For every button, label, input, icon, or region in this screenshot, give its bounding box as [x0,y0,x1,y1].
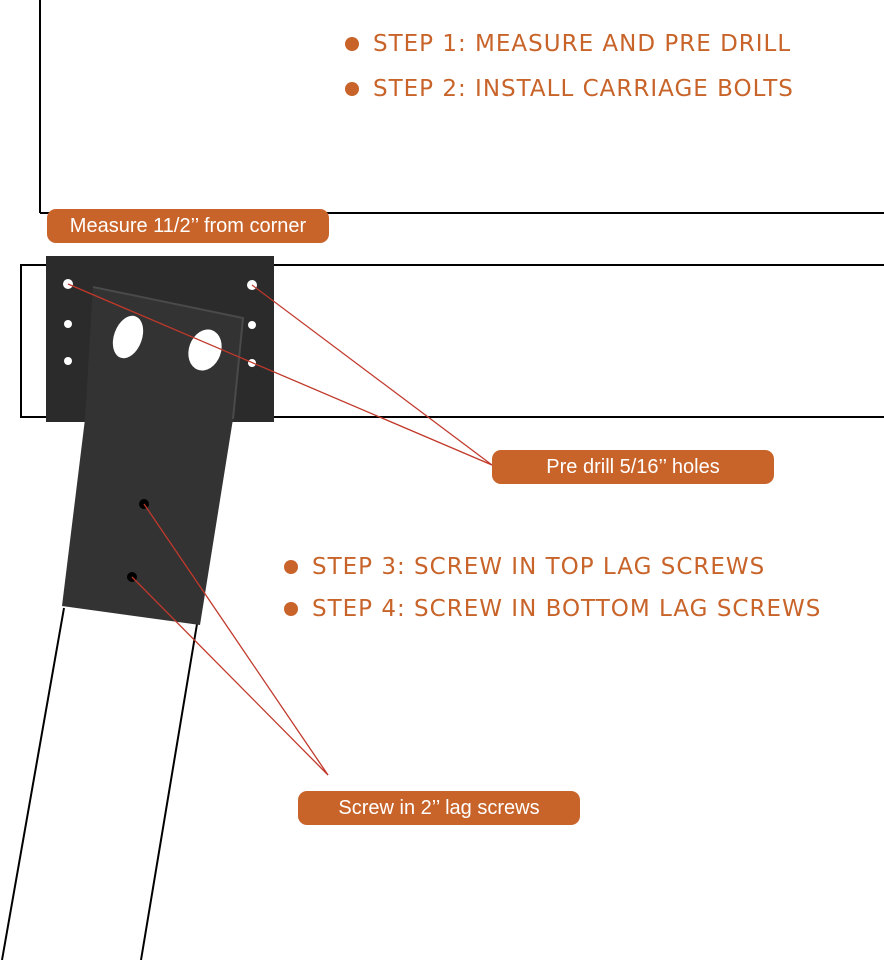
carriage-bolt-slot [188,329,222,371]
bracket-arm [62,287,243,625]
step-3-text: STEP 3: SCREW IN TOP LAG SCREWS [312,554,766,580]
step-2: STEP 2: INSTALL CARRIAGE BOLTS [345,76,794,102]
leg-outline-right [140,623,198,960]
bracket-hole [248,321,256,329]
bracket-hole [64,357,72,365]
carriage-bolt-slot [112,315,144,359]
leader-line [251,284,493,466]
bullet-dot [284,560,298,574]
beam-outline [20,264,884,418]
leader-line [143,503,329,776]
step-3: STEP 3: SCREW IN TOP LAG SCREWS [284,554,765,580]
bracket-hole [64,320,72,328]
step-2-text: STEP 2: INSTALL CARRIAGE BOLTS [373,76,794,102]
step-1-text: STEP 1: MEASURE AND PRE DRILL [373,31,792,57]
bracket-arm-edge [92,286,245,420]
step-1: STEP 1: MEASURE AND PRE DRILL [345,31,791,57]
pre-drill-callout: Pre drill 5/16’’ holes [492,450,774,484]
step-4: STEP 4: SCREW IN BOTTOM LAG SCREWS [284,596,821,622]
step-4-text: STEP 4: SCREW IN BOTTOM LAG SCREWS [312,596,822,622]
bullet-dot [345,82,359,96]
lag-screws-callout: Screw in 2’’ lag screws [298,791,580,825]
measure-callout: Measure 11/2’’ from corner [47,209,329,243]
bullet-dot [345,37,359,51]
leader-line [131,576,329,776]
leader-line [67,283,493,466]
leg-outline-left [1,607,65,960]
bullet-dot [284,602,298,616]
